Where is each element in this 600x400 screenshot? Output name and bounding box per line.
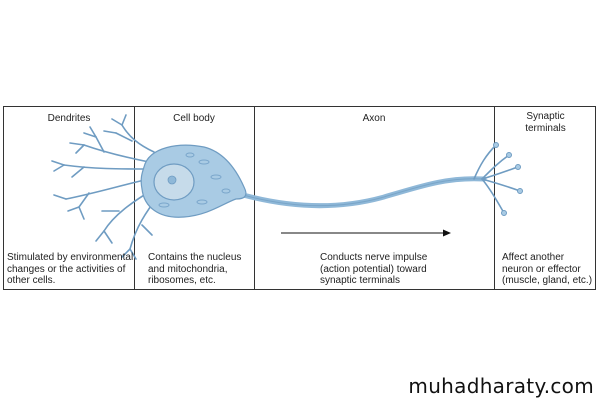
section-divider [134,107,135,289]
dendrites-heading: Dendrites [47,113,91,124]
cell-body-description: Contains the nucleus and mitochondria, r… [148,252,242,286]
dendrites-description: Stimulated by environmental changes or t… [7,252,134,286]
axon-heading: Axon [362,113,386,124]
watermark: muhadharaty.com [408,374,594,398]
synaptic-terminals-heading: Synaptic terminals [525,111,566,134]
impulse-direction-arrow [281,229,451,237]
axon-description: Conducts nerve impulse (action potential… [320,252,428,286]
cell-body-heading: Cell body [173,113,215,124]
organelles [158,152,231,208]
synaptic-terminals-description: Affect another neuron or effector (muscl… [502,252,593,286]
nucleolus [167,175,177,185]
neuron-diagram-panel: Dendrites Cell body Axon Synaptic termin… [3,106,596,290]
neuron-illustration [51,114,523,260]
